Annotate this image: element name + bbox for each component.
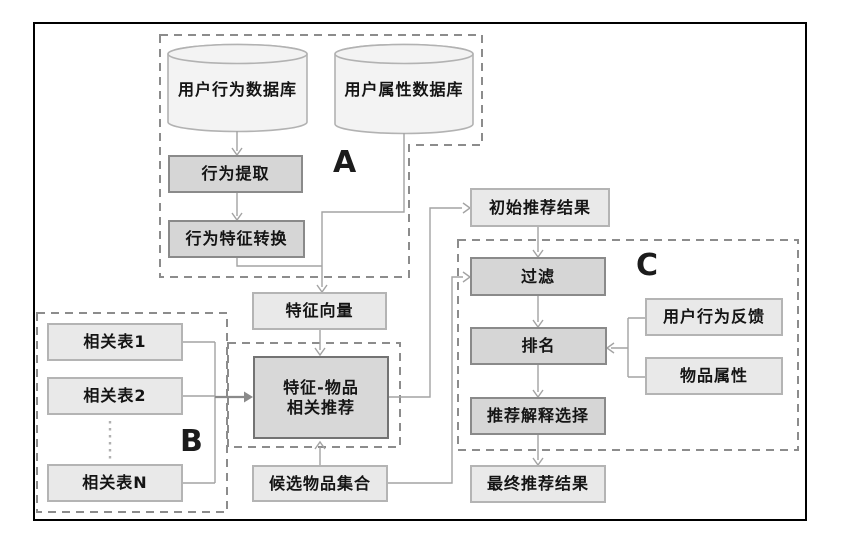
group-label-c: C: [636, 248, 659, 283]
node-item-attributes: 物品属性: [645, 357, 783, 395]
database-cylinders: [167, 43, 474, 135]
node-label: 用户属性数据库: [344, 80, 464, 99]
group-mid-outline: [227, 342, 401, 448]
node-filter: 过滤: [470, 257, 606, 296]
node-label: 候选物品集合: [268, 473, 371, 493]
node-label: 推荐解释选择: [486, 406, 589, 425]
group-b-outline: [36, 312, 228, 513]
node-user-behavior-feedback: 用户行为反馈: [645, 298, 783, 336]
node-label: 排名: [521, 336, 556, 355]
node-final-recommendation-result: 最终推荐结果: [470, 465, 606, 503]
node-initial-recommendation-result: 初始推荐结果: [470, 188, 610, 227]
node-label: 初始推荐结果: [488, 197, 591, 217]
group-label-b: B: [180, 424, 203, 459]
node-label-line2: 相关推荐: [286, 397, 355, 417]
node-user-behavior-db: 用户行为数据库: [168, 76, 307, 100]
node-related-table-1: 相关表1: [47, 323, 183, 361]
node-ranking: 排名: [470, 327, 607, 365]
node-label: 用户行为数据库: [177, 80, 297, 99]
node-label: 行为特征转换: [185, 229, 288, 248]
node-related-table-n: 相关表N: [47, 464, 183, 502]
b-to-feature-arrow: [215, 391, 253, 403]
node-label: 用户行为反馈: [662, 307, 765, 326]
node-label: 过滤: [520, 266, 555, 286]
node-related-table-2: 相关表2: [47, 377, 183, 415]
node-behavior-extraction: 行为提取: [168, 155, 303, 193]
node-label: 相关表2: [83, 386, 147, 405]
node-label-line1: 特征-物品: [283, 377, 359, 397]
node-label: 最终推荐结果: [486, 474, 589, 493]
node-label: 行为提取: [201, 164, 270, 183]
group-c-outline: [457, 239, 799, 451]
node-label: 物品属性: [679, 366, 748, 385]
node-label: 特征向量: [285, 301, 354, 320]
node-behavior-feature-conversion: 行为特征转换: [168, 220, 305, 258]
node-user-attribute-db: 用户属性数据库: [335, 76, 473, 100]
node-label: 相关表N: [82, 473, 148, 492]
group-label-a: A: [333, 145, 357, 180]
group-a-outline: [159, 34, 483, 278]
node-candidate-item-set: 候选物品集合: [252, 465, 388, 502]
node-feature-vector: 特征向量: [252, 292, 387, 330]
node-label: 相关表1: [83, 332, 147, 351]
node-feature-item-recommendation: 特征-物品 相关推荐: [253, 356, 389, 439]
node-recommendation-explanation-selection: 推荐解释选择: [470, 397, 606, 435]
